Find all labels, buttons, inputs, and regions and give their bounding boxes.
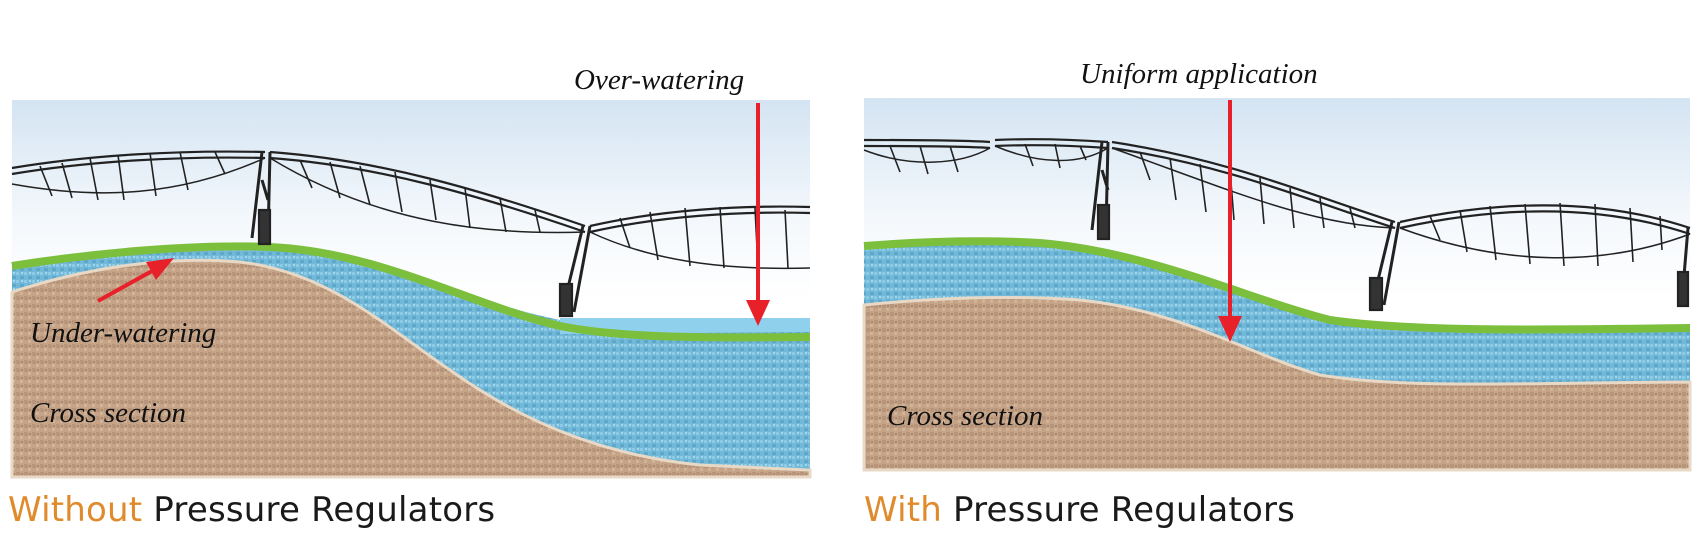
- panel-with-regulators: Uniform application Cross section With P…: [850, 0, 1708, 548]
- caption-accent: With: [864, 490, 942, 530]
- grass-line: [11, 242, 811, 342]
- uniform-application-label: Uniform application: [1080, 58, 1318, 90]
- under-watering-arrow: [97, 258, 174, 303]
- cross-section-label: Cross section: [887, 400, 1044, 432]
- left-diagram: [10, 100, 812, 479]
- caption-without: Without Pressure Regulators: [8, 490, 495, 530]
- soil-layer: [862, 296, 1692, 472]
- panel-without-regulators: Over-watering Under-watering Cross secti…: [0, 0, 850, 548]
- soil-layer: [10, 258, 812, 479]
- pivot-frame: [863, 138, 1691, 312]
- caption-rest: Pressure Regulators: [142, 490, 496, 530]
- caption-rest: Pressure Regulators: [942, 490, 1296, 530]
- grass-line: [863, 237, 1691, 334]
- under-watering-label: Under-watering: [30, 317, 217, 349]
- right-diagram: [862, 98, 1692, 472]
- caption-accent: Without: [8, 490, 143, 530]
- uniform-application-arrow: [1218, 100, 1242, 342]
- caption-with: With Pressure Regulators: [864, 490, 1295, 530]
- pivot-frame: [11, 150, 811, 318]
- over-watering-arrow: [746, 103, 770, 326]
- surface-pool: [560, 318, 810, 334]
- over-watering-label: Over-watering: [574, 64, 745, 96]
- cross-section-label: Cross section: [30, 397, 187, 429]
